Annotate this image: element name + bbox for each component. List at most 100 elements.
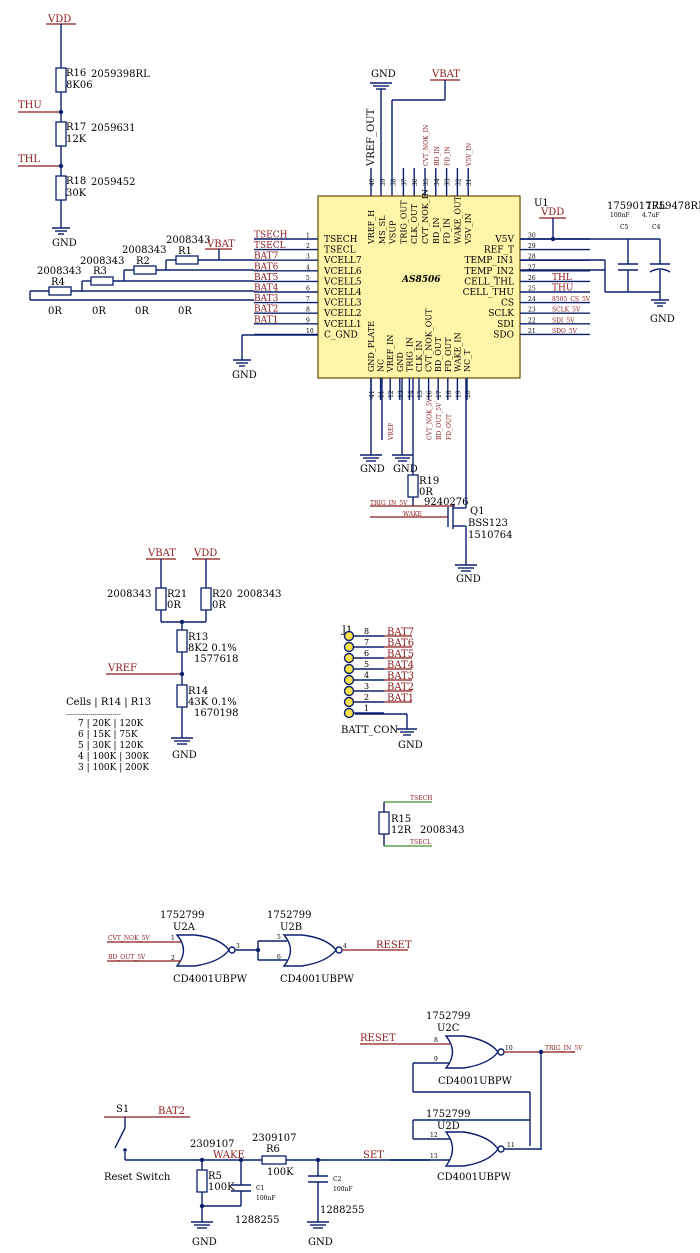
r13-body — [176, 629, 188, 653]
gnd-label-caps: GND — [650, 314, 675, 325]
u2a-pin1: 1 — [171, 935, 175, 942]
cells-table-row: 4 | 100K | 300K — [78, 752, 149, 762]
ic-top-pin-name: CLK_OUT — [410, 203, 419, 244]
ic-bottom-pin-name: CLK_IN — [415, 340, 424, 372]
j1-pin-num: 6 — [364, 649, 369, 658]
r2-value: 0R — [135, 306, 149, 317]
ic-right-pin-num: 30 — [528, 233, 536, 240]
ic-top-pin-ext: V5V_IN — [466, 143, 473, 167]
u2d-ref: U2D — [437, 1121, 460, 1132]
r13-ref: R13 — [188, 632, 208, 643]
ic-top-pin-name: CVT_NOK_IN — [421, 189, 430, 244]
u2d-name: CD4001UBPW — [437, 1172, 512, 1183]
r14-value: 43K 0.1% — [188, 697, 237, 708]
ic-bottom-pin-name: BD_OUT — [434, 336, 443, 372]
j1-pin-net: BAT2 — [387, 682, 414, 693]
ic-ref: U1 — [534, 198, 549, 209]
ic-right-pin-net: SDO_5V — [552, 328, 578, 335]
ic-bottom-pin-num: 18 — [446, 390, 453, 398]
ic-right-pin-name: SDO — [493, 330, 514, 340]
ic-right-pin-num: 21 — [528, 328, 536, 335]
ic-bottom-pin-name: NC_T — [463, 349, 472, 372]
gnd-label-div: GND — [172, 750, 197, 761]
ic-left-pin-name: VCELL2 — [323, 309, 362, 319]
c4-value: 4.7uF — [642, 212, 660, 219]
ic-bottom-pin-name: CVT_NOK_OUT — [425, 308, 434, 372]
u2b-name: CD4001UBPW — [280, 974, 355, 985]
ic-right-pin-num: 25 — [528, 286, 536, 293]
ic-left-pin-num: 9 — [306, 317, 310, 324]
ic-top-pin-name: BD_IN — [432, 218, 441, 244]
ic-right-pin-num: 29 — [528, 243, 536, 250]
trig-label-bot: TRIG_IN_5V — [545, 1045, 583, 1052]
r17-ref: R17 — [66, 122, 86, 133]
j1-pin-net: BAT6 — [387, 638, 414, 649]
gnd-label-q1: GND — [456, 574, 481, 585]
c1-ref: C1 — [256, 1185, 264, 1192]
u2d-pin11: 11 — [507, 1142, 515, 1149]
ic-top-pin-ext: VREF_OUT — [366, 108, 377, 167]
ic-right-pin-name: TEMP_IN2 — [465, 267, 515, 277]
j1-pin-net: BAT1 — [387, 693, 414, 704]
ic-bottom-pin-num: 20 — [465, 390, 472, 398]
ic-top-pin-num: 35 — [423, 178, 430, 186]
r19-part: 9240276 — [424, 497, 469, 508]
cells-table-rule: --------------------------- — [66, 711, 121, 718]
j1-pin-num: 8 — [364, 627, 369, 636]
c1-value: 100nF — [256, 1195, 275, 1202]
switch-label: Reset Switch — [104, 1172, 171, 1183]
ic-left-pin-num: 8 — [306, 307, 310, 314]
r21-value: 0R — [167, 600, 181, 611]
u2c-name: CD4001UBPW — [438, 1076, 513, 1087]
series-resistors: 2008343 2008343 2008343 2008343 R1 R2 R3… — [29, 235, 318, 381]
gnd-label-c: GND — [232, 370, 257, 381]
j1-pin-num: 2 — [364, 693, 369, 702]
c5-value: 100nF — [610, 212, 629, 219]
ic-left-pin-net: BAT3 — [254, 294, 279, 304]
u2a-name: CD4001UBPW — [173, 974, 248, 985]
ic-left-pin-net: BAT5 — [254, 273, 279, 283]
ic-left-pin-net: BAT4 — [254, 284, 279, 294]
u2c-gate — [444, 1035, 499, 1069]
ic-right-pin-name: V5V — [494, 235, 514, 245]
ic-top-pin-name: TRIG_OUT — [399, 200, 408, 244]
j1-pin-net: BAT4 — [387, 660, 414, 671]
u2b-ref: U2B — [280, 922, 302, 933]
j1-pin-circle — [343, 652, 355, 664]
u2c-ref: U2C — [437, 1023, 460, 1034]
u2a-gate — [175, 934, 230, 967]
j1-pin-num: 5 — [364, 660, 369, 669]
r19-body — [407, 474, 419, 498]
ic-right-pin-net: 8505_CS_5V — [552, 296, 591, 303]
r2-ref: R2 — [136, 256, 150, 267]
ic-top-pin-num: 36 — [412, 178, 419, 186]
ic-left-pin-net: TSECL — [254, 241, 286, 251]
c1-part: 1288255 — [235, 1215, 280, 1226]
cells-table-row: 6 | 15K | 75K — [78, 730, 138, 740]
switch-blade — [114, 1127, 126, 1149]
r16-ref: R16 — [66, 68, 86, 79]
ic-left-pin-num: 2 — [306, 243, 310, 250]
ic-left-pin-name: VCELL1 — [323, 320, 362, 330]
j1-pin-circle — [343, 674, 355, 686]
r4-part: 2008343 — [37, 266, 82, 277]
r14-ref: R14 — [188, 686, 208, 697]
j1-pin-circle — [343, 663, 355, 675]
u2b-pin6: 6 — [277, 954, 281, 961]
ic-left-pin-name: TSECH — [324, 235, 358, 245]
r2-body — [133, 265, 157, 275]
u2b-pin4: 4 — [343, 943, 347, 950]
ic-left-pin-name: VCELL5 — [323, 277, 362, 287]
thu-label: THU — [18, 100, 42, 111]
vdd-label-right: VDD — [540, 207, 564, 218]
r4-value: 0R — [48, 306, 62, 317]
ic-bottom-circuit: GND GND R19 0R 9240276 TRIG_IN_5V WAKE Q… — [360, 378, 513, 585]
j1-pin-circle — [343, 685, 355, 697]
u2c-pin10: 10 — [505, 1045, 513, 1052]
ic-bottom-pin-num: 16 — [427, 390, 434, 398]
j1-name: BATT_CON — [341, 725, 398, 736]
r19-value: 0R — [419, 487, 433, 498]
ic-left-pin-net: BAT6 — [254, 262, 279, 272]
